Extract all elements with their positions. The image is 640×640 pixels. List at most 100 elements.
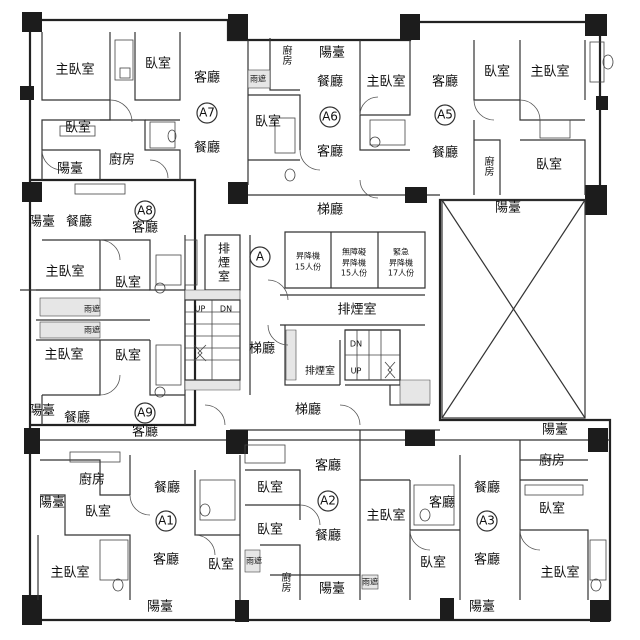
room-label: 客廳	[132, 220, 158, 236]
emergency-elevator-label-2: 昇降機	[389, 258, 413, 268]
room-label: 陽臺	[147, 600, 173, 615]
room-label: 陽臺	[29, 215, 55, 230]
room-label: 餐廳	[66, 214, 92, 230]
room-label: 餐廳	[315, 528, 341, 544]
unit-label-a5: A5	[437, 108, 453, 122]
room-label: 客廳	[153, 552, 179, 568]
bathroom-fixtures	[59, 39, 614, 592]
smoke-room-vertical-2: 煙	[218, 256, 230, 270]
room-label: 餐廳	[154, 480, 180, 496]
structural-columns	[20, 12, 610, 625]
room-label: 廚房	[539, 453, 565, 469]
room-label: 雨遮	[84, 325, 100, 335]
room-label: 陽臺	[495, 201, 521, 216]
stair-dn-label: DN	[220, 305, 232, 314]
smoke-room-label: 排煙室	[337, 302, 376, 318]
stair-up-label: UP	[351, 367, 362, 376]
accessible-elevator-label-2: 昇降機	[342, 258, 366, 268]
room-label: 陽臺	[319, 46, 345, 61]
unit-label-a2: A2	[320, 494, 336, 508]
room-label: 主臥室	[50, 565, 89, 581]
door-swings	[41, 96, 541, 556]
void-opening	[441, 199, 586, 419]
room-label: 主臥室	[366, 74, 405, 90]
room-label: 廚房	[482, 155, 494, 177]
unit-markers	[134, 102, 498, 532]
unit-label-a3: A3	[479, 514, 495, 528]
room-label: 客廳	[474, 552, 500, 568]
core-lobby-label: 梯廳	[249, 341, 275, 357]
room-label: 雨遮	[250, 74, 266, 84]
room-label: 陽臺	[29, 404, 55, 419]
room-label: 臥室	[536, 157, 562, 173]
bottom-row-walls	[37, 430, 589, 600]
unit-label-a1: A1	[158, 514, 174, 528]
stair-left	[184, 299, 241, 381]
core-lobby-label: 梯廳	[295, 402, 321, 418]
emergency-elevator-label: 緊急	[393, 247, 409, 257]
room-label: 臥室	[255, 114, 281, 130]
stair-dn-label: DN	[350, 340, 362, 349]
accessible-elevator-label: 無障礙	[342, 247, 366, 257]
room-label: 客廳	[429, 495, 455, 511]
room-label: 廚房	[109, 152, 135, 168]
room-label: 客廳	[315, 458, 341, 474]
unit-label-a6: A6	[322, 110, 338, 124]
room-label: 臥室	[257, 522, 283, 538]
room-label: 陽臺	[57, 162, 83, 177]
room-label: 餐廳	[317, 74, 343, 90]
smoke-room-label: 排煙室	[305, 364, 335, 377]
room-label: 陽臺	[39, 496, 65, 511]
emergency-elevator-capacity: 17人份	[388, 268, 414, 278]
room-label: 廚房	[279, 571, 291, 593]
room-label: 臥室	[484, 64, 510, 80]
room-label: 臥室	[539, 501, 565, 517]
room-label: 雨遮	[362, 577, 378, 587]
room-label: 客廳	[432, 74, 458, 90]
room-label: 臥室	[208, 557, 234, 573]
smoke-room-vertical-1: 排	[218, 242, 230, 256]
room-label: 臥室	[420, 555, 446, 571]
room-label: 餐廳	[474, 480, 500, 496]
room-label: 廚房	[79, 472, 105, 488]
room-label: 主臥室	[55, 62, 94, 78]
room-label: 臥室	[257, 480, 283, 496]
room-label: 臥室	[115, 348, 141, 364]
elevator-label: 昇降機	[296, 251, 320, 261]
top-row-walls	[41, 32, 586, 195]
unit-label-a9: A9	[137, 406, 153, 420]
room-label: 臥室	[115, 275, 141, 291]
room-label: 雨遮	[246, 556, 262, 566]
unit-label-core: A	[256, 250, 265, 264]
room-label: 廚房	[280, 44, 292, 66]
room-label: 臥室	[65, 120, 91, 136]
room-label: 主臥室	[366, 508, 405, 524]
stair-up-label: UP	[195, 305, 206, 314]
room-label: 餐廳	[64, 410, 90, 426]
room-label: 陽臺	[469, 600, 495, 615]
room-label: 主臥室	[530, 64, 569, 80]
room-label: 陽臺	[542, 423, 568, 438]
unit-label-a8: A8	[137, 204, 153, 218]
room-label: 主臥室	[540, 565, 579, 581]
room-label: 餐廳	[432, 145, 458, 161]
core-walls	[184, 231, 431, 406]
room-label: 臥室	[145, 56, 171, 72]
room-label: 陽臺	[319, 582, 345, 597]
accessible-elevator-capacity: 15人份	[341, 268, 367, 278]
room-label: 雨遮	[84, 304, 100, 314]
room-label: 主臥室	[44, 347, 83, 363]
room-label: 臥室	[85, 504, 111, 520]
stair-right	[344, 329, 401, 381]
room-label: 客廳	[194, 70, 220, 86]
unit-label-a7: A7	[199, 106, 215, 120]
smoke-room-vertical-3: 室	[218, 269, 230, 284]
room-label: 客廳	[317, 144, 343, 160]
room-label: 餐廳	[194, 140, 220, 156]
rain-shelters	[39, 69, 379, 590]
elevator-capacity: 15人份	[295, 262, 321, 272]
core-lobby-label: 梯廳	[317, 202, 343, 218]
room-label: 客廳	[132, 424, 158, 440]
room-label: 主臥室	[45, 264, 84, 280]
